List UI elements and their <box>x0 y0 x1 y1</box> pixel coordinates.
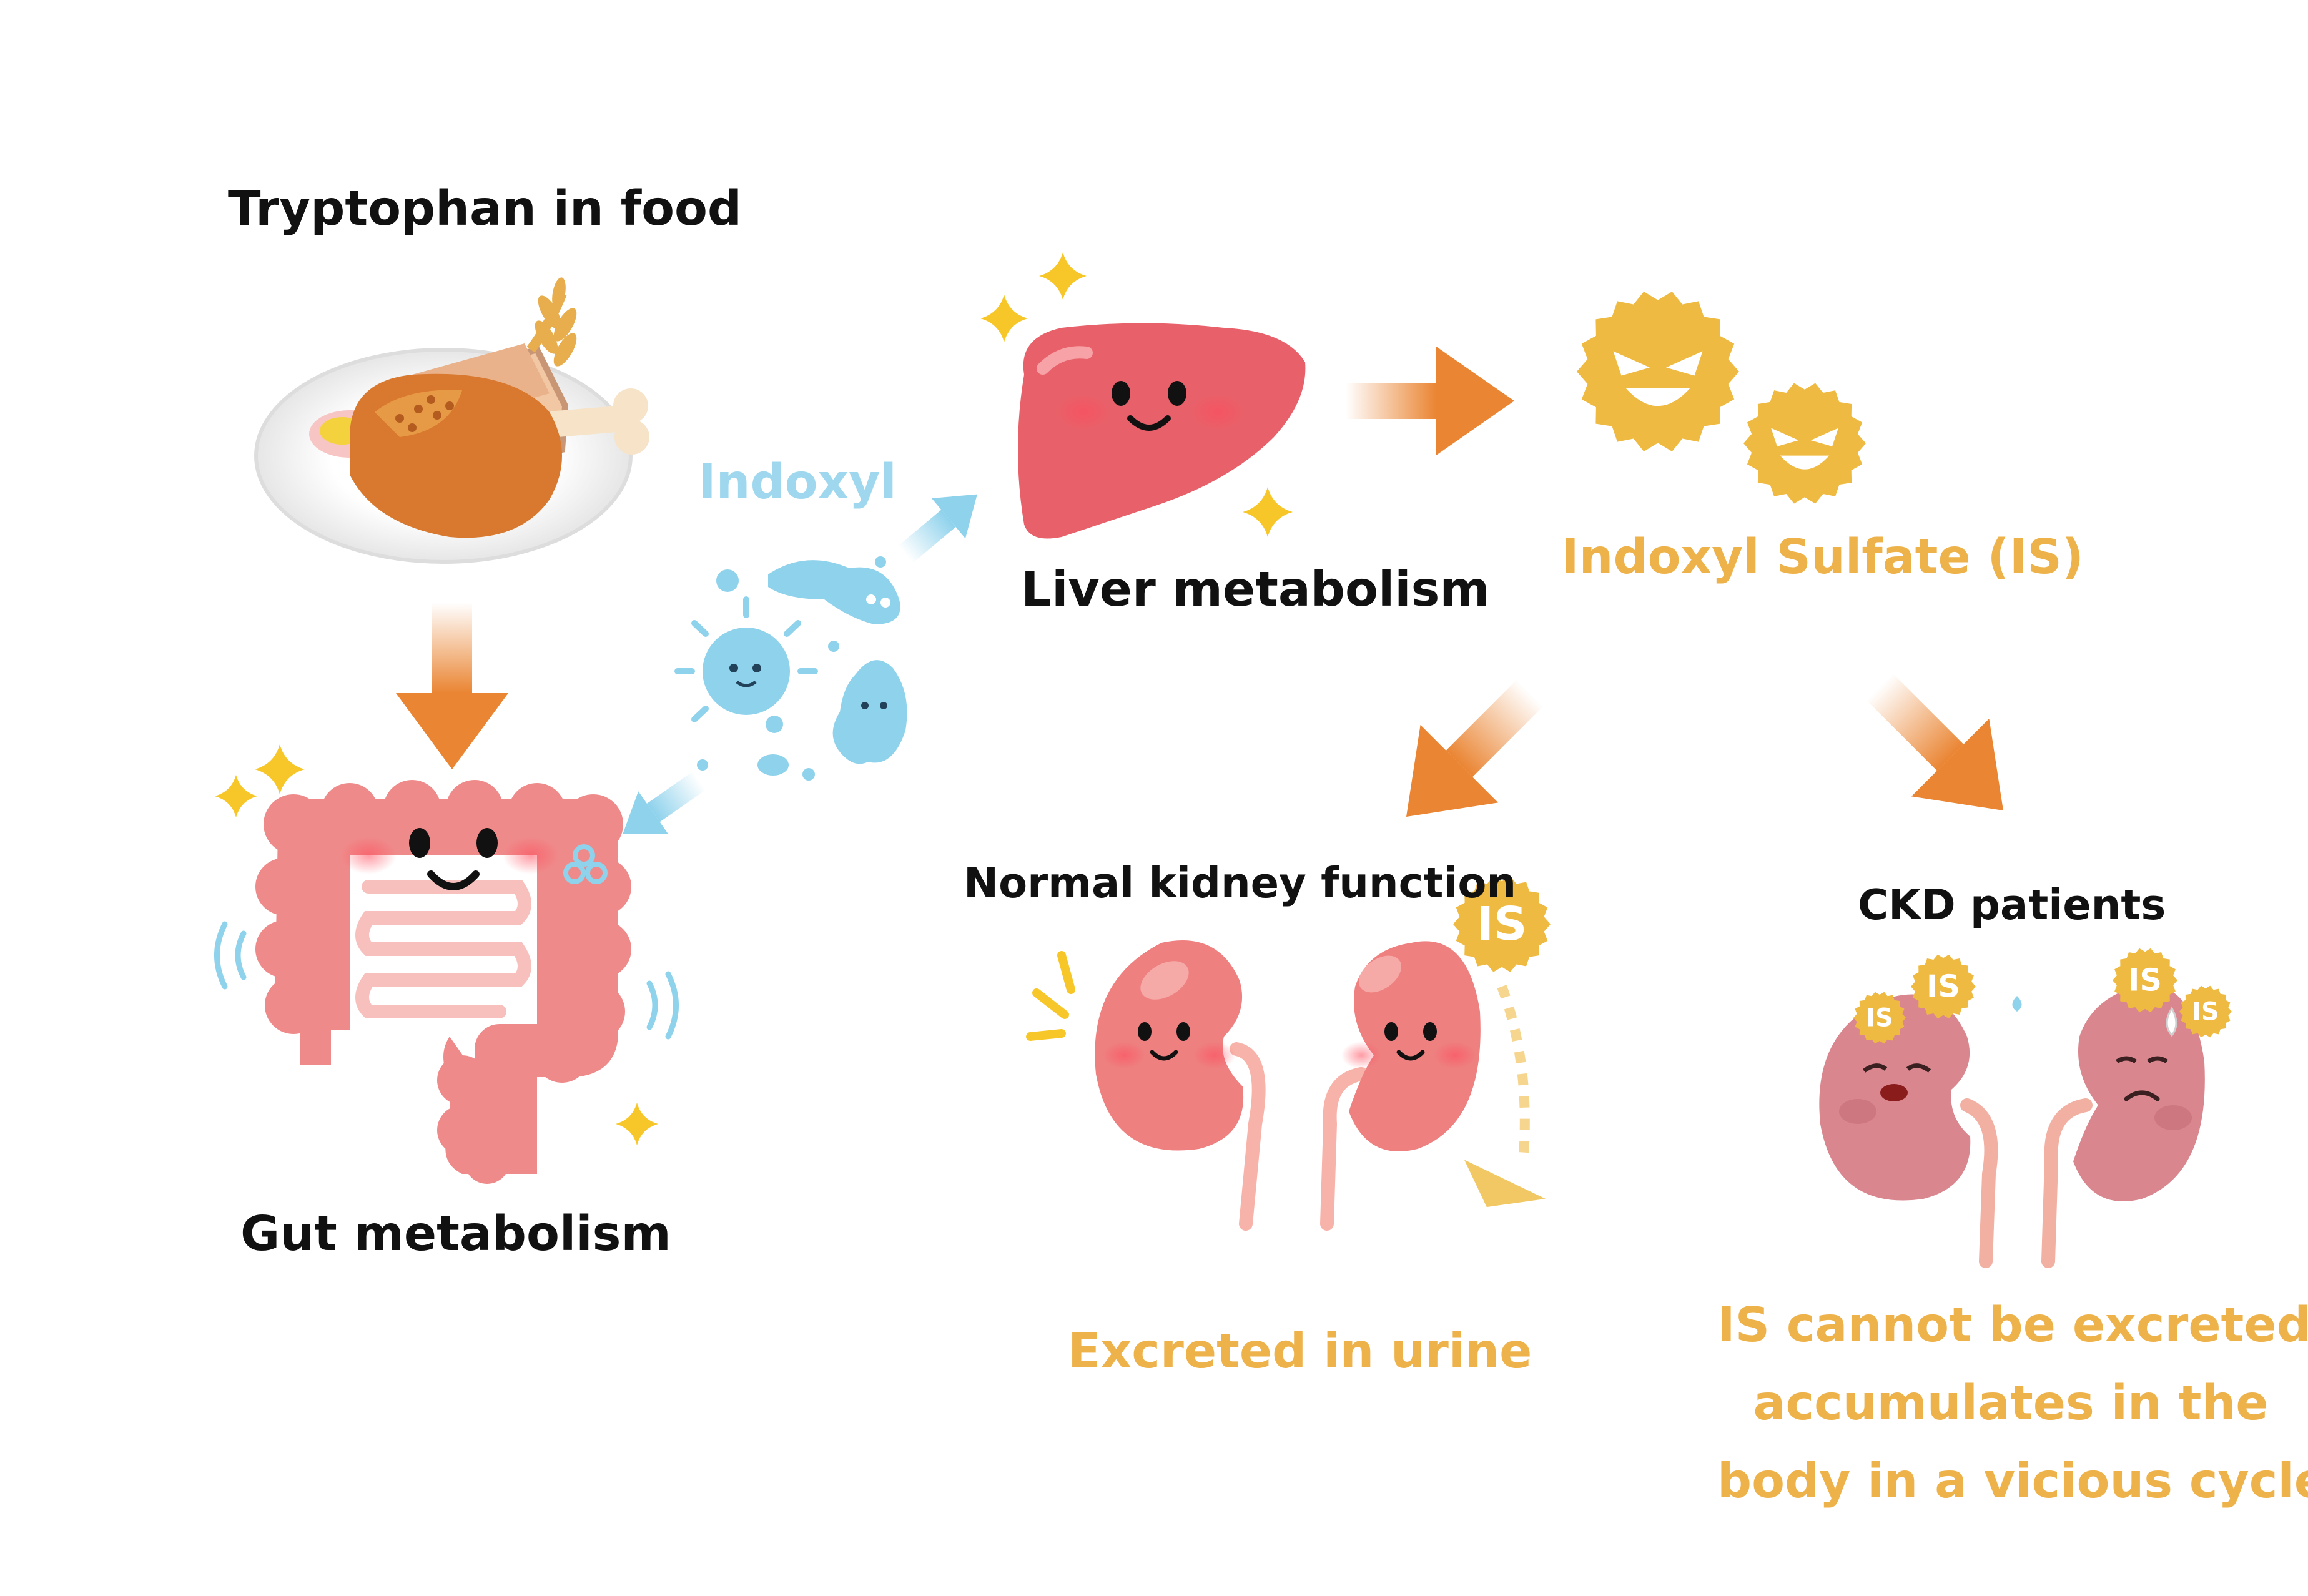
gut-icon <box>214 780 679 1184</box>
is-badge-ckd-3: IS <box>2113 948 2177 1013</box>
liver-icon <box>1018 323 1306 539</box>
label-normal-kidney: Normal kidney function <box>964 859 1517 907</box>
sparkle-icon <box>215 252 1293 1145</box>
label-tryptophan: Tryptophan in food <box>228 181 742 237</box>
is-badge-text: IS <box>1477 897 1527 951</box>
arrow-is-to-ckd <box>1866 673 2003 810</box>
label-liver-metabolism: Liver metabolism <box>1021 562 1490 618</box>
label-gut-metabolism: Gut metabolism <box>240 1206 671 1262</box>
arrow-liver-to-is <box>1346 347 1514 455</box>
arrow-is-to-normal <box>1406 679 1544 817</box>
label-excreted-in-urine: Excreted in urine <box>1068 1324 1532 1379</box>
toxin-gear-large <box>1577 292 1739 451</box>
label-indoxyl-sulfate: Indoxyl Sulfate (IS) <box>1561 530 2084 585</box>
food-plate-icon <box>254 277 649 564</box>
arrow-indoxyl-to-liver <box>898 494 977 563</box>
bacteria-icon <box>674 556 907 781</box>
sparkle-mark <box>255 744 305 794</box>
is-badge-text: IS <box>2192 997 2219 1026</box>
label-indoxyl: Indoxyl <box>698 455 897 510</box>
arrow-bacteria-to-gut <box>623 771 706 835</box>
label-ckd-note-line-3: body in a vicious cycle. <box>1717 1454 2308 1509</box>
healthy-kidney-icon: IS <box>1026 876 1551 1231</box>
label-ckd-patients: CKD patients <box>1858 880 2166 929</box>
is-badge-ckd-2: IS <box>1853 992 1906 1044</box>
sparkle-mark <box>616 1103 658 1145</box>
toxin-gear-small <box>1743 383 1866 504</box>
label-ckd-note-line-1: IS cannot be excreted, <box>1717 1298 2308 1353</box>
sick-kidney-icon: IS IS IS IS <box>1819 948 2232 1268</box>
sparkle-mark <box>1039 252 1087 300</box>
sparkle-mark <box>980 295 1028 342</box>
label-ckd-note: IS cannot be excreted, accumulates in th… <box>1717 1286 2308 1520</box>
sparkle-mark <box>1243 487 1293 537</box>
sparkle-mark <box>215 775 257 817</box>
is-badge-text: IS <box>1866 1003 1893 1032</box>
toxin-gear-icon <box>1577 292 1866 504</box>
is-badge-text: IS <box>1926 968 1960 1005</box>
arrow-food-to-gut <box>396 603 508 769</box>
label-ckd-note-line-2: accumulates in the <box>1753 1376 2269 1431</box>
is-badge-text: IS <box>2128 962 2162 998</box>
is-badge-ckd-1: IS <box>1911 954 1976 1019</box>
is-badge-ckd-4: IS <box>2179 985 2232 1038</box>
is-badge-normal: IS <box>1453 876 1551 972</box>
